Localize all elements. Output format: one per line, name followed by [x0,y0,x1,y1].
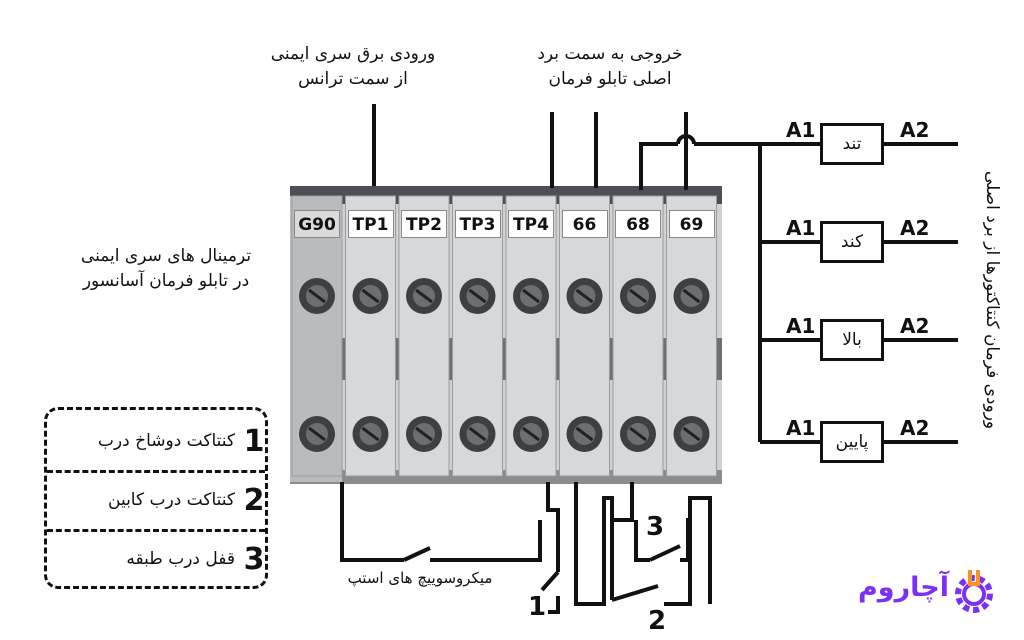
micro-switch-label: میکروسوییچ های استپ [347,569,493,587]
switch-number-2: 2 [648,606,667,636]
terminal-label-TP3: TP3 [454,210,501,238]
safety-terminals-line2: در تابلو فرمان آسانسور [82,271,250,291]
legend-box: کنتاکت دوشاخ درب 1 کنتاکت درب کابین 2 قف… [44,407,268,589]
contactor-wiring [639,112,958,444]
terminal-label-TP2: TP2 [401,210,447,238]
terminal-TP3 [452,195,503,477]
contactor-tand-a1: A1 [786,118,816,142]
terminal-69 [666,195,717,477]
terminal-TP1 [345,195,396,477]
terminal-G90 [291,195,343,477]
legend-text-2: کنتاکت درب کابین [108,490,235,510]
switch-number-3: 3 [646,512,665,542]
safety-terminals-label: ترمینال های سری ایمنی در تابلو فرمان آسا… [50,244,282,294]
contactor-kond-a1: A1 [786,216,816,240]
switch-wiring [340,482,712,614]
contactor-bala-a1: A1 [786,314,816,338]
contactor-tand-box: تند [820,123,884,165]
safety-input-line1: ورودی برق سری ایمنی [270,44,436,64]
switch-number-1: 1 [528,592,547,622]
legend-divider-2 [47,529,265,532]
contactor-kond-box: کند [820,221,884,263]
terminal-68 [612,195,664,477]
safety-input-label: ورودی برق سری ایمنی از سمت ترانس [236,42,470,92]
terminal-66 [559,195,610,477]
legend-num-2: 2 [243,482,265,518]
contactor-tand-a2: A2 [900,118,930,142]
legend-item-3: قفل درب طبقه 3 [47,530,265,588]
contactor-bala-a2: A2 [900,314,930,338]
output-main-board-label: خروجی به سمت برد اصلی تابلو فرمان [500,42,720,92]
safety-terminals-line1: ترمینال های سری ایمنی [80,246,252,266]
terminal-TP2 [398,195,450,477]
contactor-payin-a1: A1 [786,416,816,440]
contactor-bala-box: بالا [820,319,884,361]
legend-item-1: کنتاکت دوشاخ درب 1 [47,412,265,470]
terminal-label-69: 69 [668,210,715,238]
logo-text: آچاروم [858,572,949,603]
contactor-kond-a2: A2 [900,216,930,240]
legend-num-3: 3 [243,541,265,577]
gear-wrench-icon [955,570,993,613]
contactor-payin-a2: A2 [900,416,930,440]
terminal-label-G90: G90 [294,210,340,238]
brand-logo: آچاروم [858,566,998,622]
legend-divider-1 [47,470,265,473]
safety-input-line2: از سمت ترانس [298,69,408,89]
legend-item-2: کنتاکت درب کابین 2 [47,471,265,529]
terminal-label-68: 68 [615,210,661,238]
terminal-label-TP1: TP1 [347,210,394,238]
output-line1: خروجی به سمت برد [537,44,683,64]
terminal-label-TP4: TP4 [508,210,554,238]
terminal-label-66: 66 [561,210,608,238]
contactor-payin-box: پایین [820,421,884,463]
contactor-input-label: ورودی فرمان کنتاکتورها از برد اصلی [982,170,1002,430]
legend-text-1: کنتاکت دوشاخ درب [97,431,235,451]
output-line2: اصلی تابلو فرمان [548,69,672,89]
terminal-TP4 [505,195,557,477]
legend-num-1: 1 [243,423,265,459]
legend-text-3: قفل درب طبقه [126,549,235,569]
